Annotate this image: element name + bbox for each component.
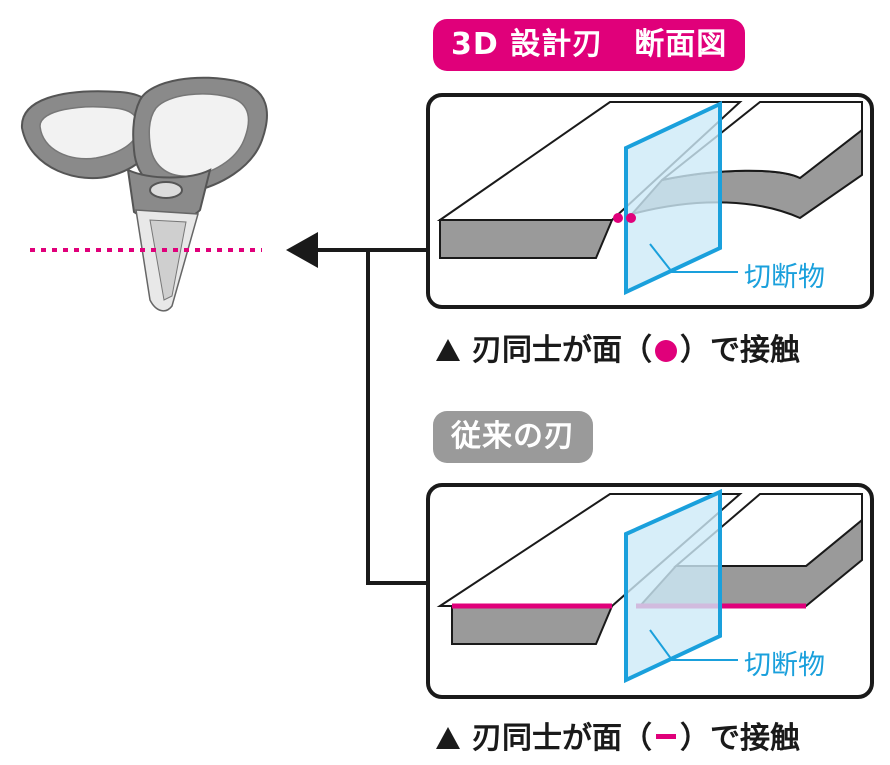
contact-line-icon — [656, 734, 676, 739]
old-blade-caption: 刃同士が面（ ）で接触 — [436, 713, 800, 757]
new-caption-post: ）で接触 — [680, 333, 800, 368]
cut-object-label-bottom: 切断物 — [744, 650, 825, 681]
contact-dot-icon — [655, 340, 677, 362]
triangle-icon — [436, 727, 460, 749]
old-blade-panel — [426, 483, 874, 699]
new-blade-title: 3D 設計刃 断面図 — [433, 19, 746, 71]
cut-object-label-top: 切断物 — [744, 262, 825, 293]
old-blade-title: 従来の刃 — [433, 411, 593, 463]
arrow-head — [286, 232, 318, 268]
new-caption-pre: 刃同士が面（ — [472, 333, 652, 368]
old-caption-pre: 刃同士が面（ — [472, 721, 652, 756]
scissors-illustration — [20, 76, 268, 312]
new-blade-panel — [426, 93, 874, 309]
connector-line — [366, 248, 428, 585]
triangle-icon — [436, 339, 460, 361]
new-blade-caption: 刃同士が面（ ）で接触 — [436, 325, 800, 369]
old-caption-post: ）で接触 — [680, 721, 800, 756]
